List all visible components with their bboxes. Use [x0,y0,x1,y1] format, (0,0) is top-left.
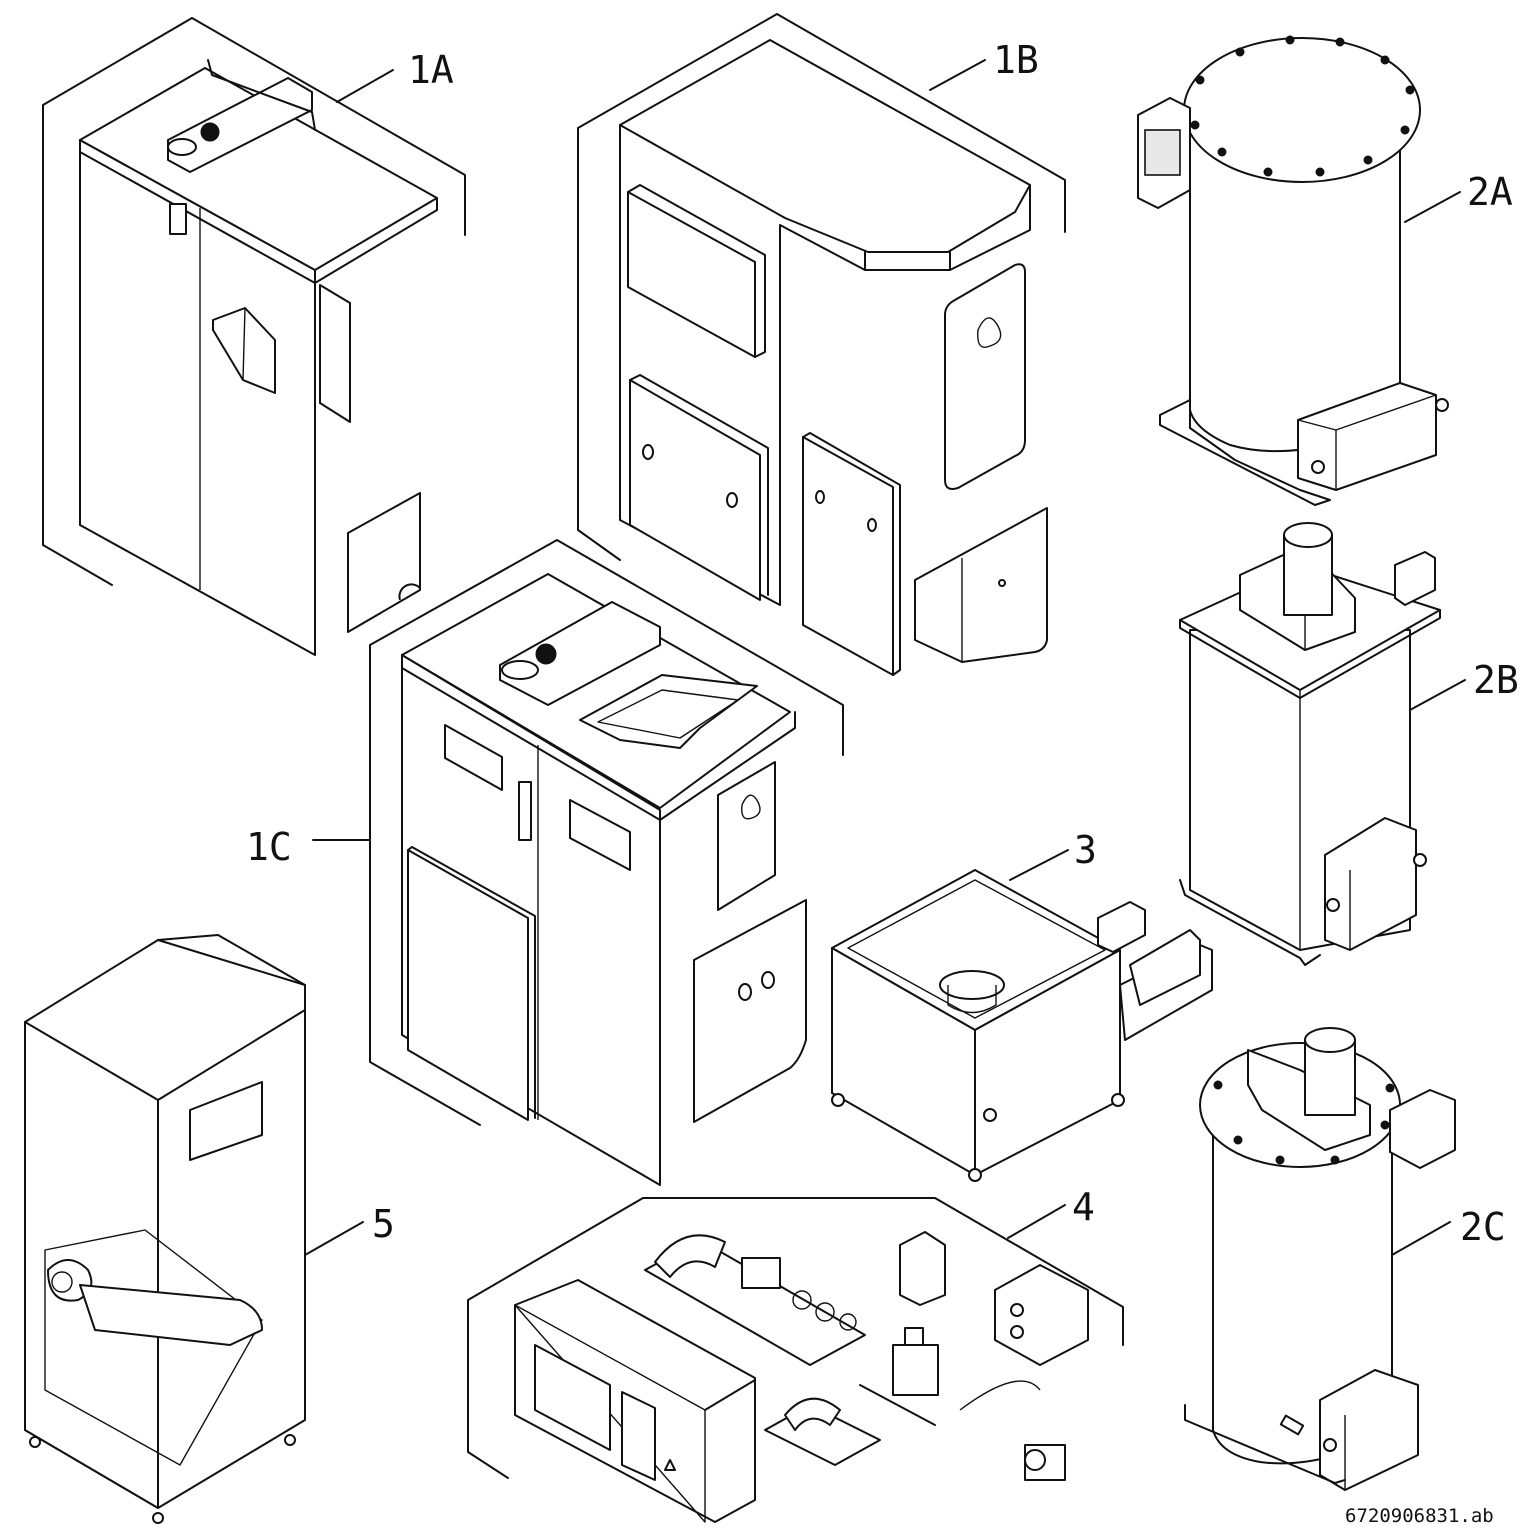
callout-3: 3 [1074,828,1097,872]
part-1a-cabinet [79,59,438,656]
part-2c-burner-tube [1184,1027,1456,1491]
leader-lines [304,59,1466,1256]
callout-2c: 2C [1460,1205,1506,1249]
part-4-controls [514,1231,1089,1523]
part-2a-burner-tube [1137,35,1449,506]
part-1b-panels [619,39,1048,676]
drawing-code: 6720906831.ab [1345,1505,1494,1527]
part-5-storage-frame [24,934,306,1524]
callout-1a: 1A [408,48,454,92]
callout-5: 5 [372,1202,395,1246]
callout-2b: 2B [1473,658,1519,702]
part-1c-cabinet [401,573,807,1186]
part-3-ash-box [831,869,1213,1182]
part-2b-burner-housing [1179,522,1441,966]
group-bracket-1c [369,539,844,1126]
callout-1c: 1C [246,825,292,869]
callout-4: 4 [1072,1185,1095,1229]
group-bracket-1a [42,17,466,586]
callout-2a: 2A [1467,170,1513,214]
group-bracket-1b [577,13,1066,561]
callout-1b: 1B [993,38,1039,82]
group-bracket-4 [467,1197,1124,1479]
